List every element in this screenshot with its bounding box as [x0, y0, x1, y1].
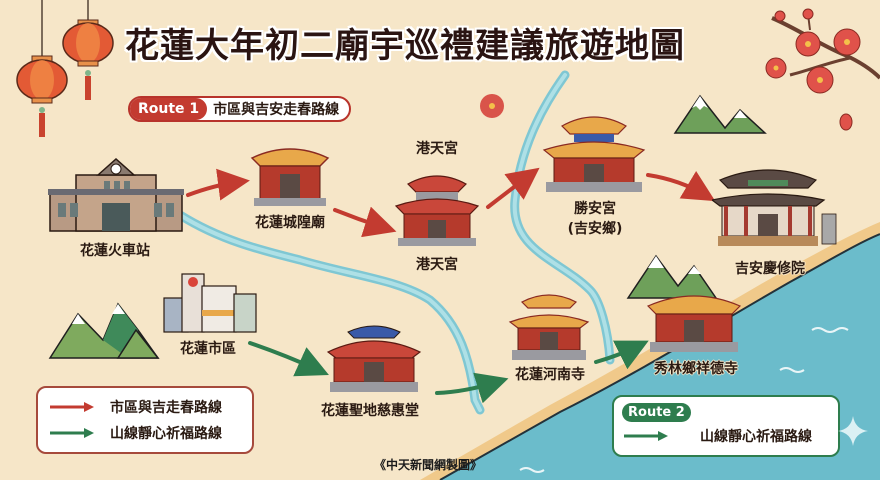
legend-label: 市區與吉走春路線 — [110, 400, 222, 416]
wave-marks — [519, 327, 849, 473]
route2-label: 山線靜心祈福路線 — [700, 429, 812, 445]
route2-path — [248, 340, 649, 404]
temple-icon[interactable] — [394, 162, 480, 248]
lanterns-icon — [16, 0, 114, 137]
plum-blossom-icon — [480, 94, 504, 118]
green-arrow-icon — [624, 431, 668, 441]
place-label-station[interactable]: 花蓮火車站 — [80, 243, 150, 259]
mountain-icon — [626, 254, 718, 299]
temple-icon[interactable] — [326, 318, 422, 394]
legend-item-route1: 市區與吉走春路線 — [48, 394, 242, 420]
route1-badge: Route 1 — [130, 98, 208, 120]
temple-icon[interactable] — [250, 136, 330, 208]
legend: 市區與吉走春路線 山線靜心祈福路線 — [36, 386, 254, 454]
temple-icon[interactable] — [646, 286, 742, 354]
city-buildings-icon[interactable] — [162, 272, 258, 334]
train-station-icon[interactable] — [48, 155, 184, 235]
place-label-shengan[interactable]: 勝安宮 — [574, 201, 616, 217]
japanese-temple-icon[interactable] — [712, 160, 840, 250]
route1-tag: Route 1 市區與吉安走春路線 — [128, 96, 352, 122]
place-label-city[interactable]: 花蓮市區 — [180, 341, 236, 357]
temple-icon[interactable] — [542, 106, 646, 194]
page-title: 花蓮大年初二廟宇巡禮建議旅遊地圖 — [125, 26, 685, 66]
temple-icon[interactable] — [508, 284, 590, 362]
route1-path — [186, 167, 716, 238]
route2-badge: Route 2 — [622, 403, 691, 422]
place-label-shengan-sub: (吉安鄉) — [567, 221, 623, 237]
legend-label: 山線靜心祈福路線 — [110, 426, 222, 442]
place-label-cihui[interactable]: 花蓮聖地慈惠堂 — [321, 403, 419, 419]
place-label-qingxiu[interactable]: 吉安慶修院 — [735, 261, 805, 277]
legend-item-route2: 山線靜心祈福路線 — [48, 420, 242, 446]
place-label-chenghuang[interactable]: 花蓮城隍廟 — [255, 215, 325, 231]
plum-blossom-branch-icon — [765, 8, 880, 131]
map-credit: 《中天新聞網製圖》 — [374, 458, 483, 472]
route2-box: Route 2 山線靜心祈福路線 — [612, 395, 840, 457]
mountain-range-icon — [48, 302, 160, 359]
place-label-gangtian-top[interactable]: 港天宮 — [416, 141, 458, 157]
place-label-gangtian[interactable]: 港天宮 — [416, 257, 458, 273]
red-arrow-icon — [50, 402, 94, 412]
mountain-icon — [673, 94, 767, 134]
sparkle-icon — [838, 416, 868, 446]
place-label-henan[interactable]: 花蓮河南寺 — [515, 367, 585, 383]
place-label-xiangde[interactable]: 秀林鄉祥德寺 — [654, 361, 738, 377]
green-arrow-icon — [50, 428, 94, 438]
route1-label: 市區與吉安走春路線 — [213, 102, 340, 118]
